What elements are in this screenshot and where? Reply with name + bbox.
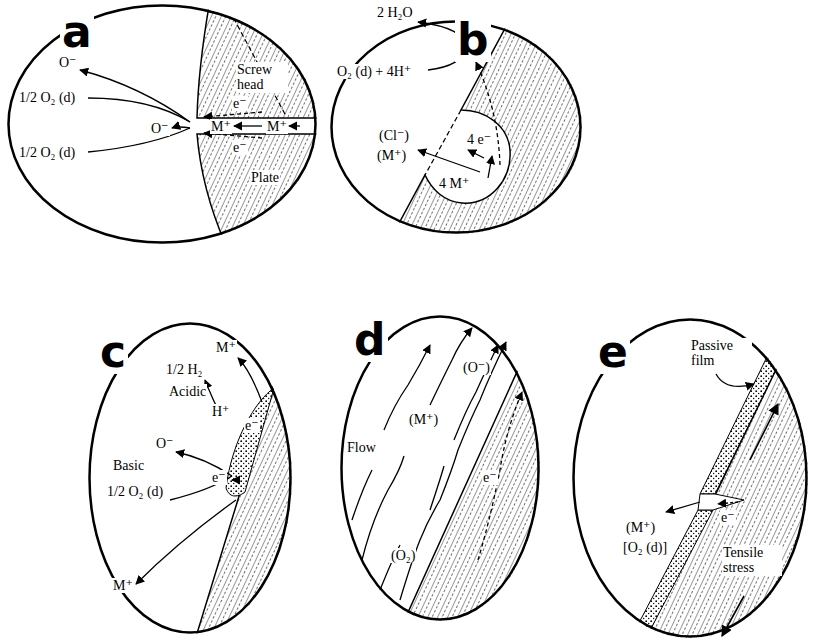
deposit-panel: [195, 310, 300, 640]
chem-label: O₂ (d) + 4H⁺: [336, 64, 412, 79]
chem-label: [O₂ (d)]: [622, 540, 668, 555]
chem-label: (M⁺): [408, 412, 439, 427]
panel-letter: b: [455, 18, 491, 62]
chem-label: e⁻: [720, 510, 736, 525]
chem-label: (O₂): [390, 548, 416, 563]
chem-label: 4 M⁺: [438, 176, 470, 191]
chem-label: e⁻: [482, 470, 498, 485]
chem-label: 2 H₂O: [376, 5, 414, 20]
stress-arrows: [666, 374, 778, 636]
chem-label: O⁻: [58, 55, 78, 70]
chem-label: 1/2 H₂: [165, 362, 203, 377]
panel-letter: d: [352, 318, 388, 362]
crevice-panel: [197, 0, 320, 250]
stress-panel: [630, 320, 812, 640]
chem-label: Plate: [250, 170, 280, 185]
chem-label: 1/2 O₂ (d): [18, 145, 76, 160]
pitting-panel: [390, 10, 600, 240]
panel-ellipse: b: [330, 20, 582, 234]
chem-label: (O⁻): [462, 360, 491, 375]
deposit-arrows: [136, 358, 262, 584]
flow-lines: [352, 328, 522, 600]
chem-label: M⁺: [266, 119, 288, 134]
chem-label: e⁻: [232, 140, 248, 155]
chem-label: Screw head: [236, 62, 288, 93]
panel-letter: e: [596, 330, 630, 374]
chem-label: M⁺: [210, 119, 232, 134]
chem-label: O⁻: [155, 436, 175, 451]
chem-label: 1/2 O₂ (d): [106, 484, 164, 499]
chem-label: e⁻: [244, 418, 260, 433]
chem-label: 4 e⁻: [466, 132, 492, 147]
chem-label: Acidic: [168, 384, 207, 399]
chem-label: (M⁺): [625, 520, 656, 535]
chem-label: Flow: [346, 440, 377, 455]
chem-label: (M⁺): [376, 148, 407, 163]
panel-ellipse: d: [340, 315, 540, 621]
chem-label: H⁺: [211, 404, 231, 419]
chem-label: e⁻: [211, 470, 227, 485]
chem-label: Basic: [112, 458, 145, 473]
panel-letter: c: [98, 330, 128, 374]
chem-label: Tensile stress: [722, 545, 782, 576]
chem-label: M⁺: [112, 578, 134, 593]
panel-letter: a: [60, 10, 94, 54]
chem-label: (Cl⁻): [378, 128, 410, 143]
chem-label: e⁻: [232, 96, 248, 111]
chem-label: M⁺: [215, 340, 237, 355]
chem-label: 1/2 O₂ (d): [18, 90, 76, 105]
chem-label: O⁻: [150, 121, 170, 136]
chem-label: Passive film: [690, 338, 752, 369]
